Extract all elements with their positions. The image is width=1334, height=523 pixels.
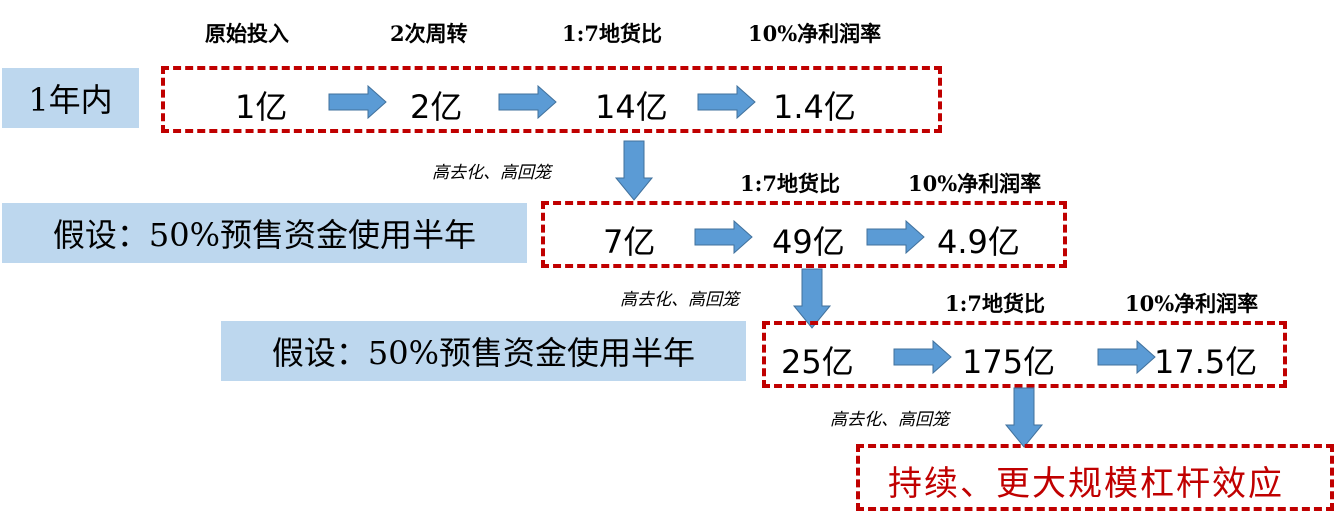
row3-label-text: 假设：50%预售资金使用半年 [271, 334, 696, 372]
transition-note-3: 高去化、高回笼 [830, 410, 949, 430]
row1-value-1: 1亿 [235, 88, 288, 126]
row1-value-3: 14亿 [595, 88, 668, 126]
right-arrow-icon [498, 84, 557, 120]
row1-flow-box [161, 66, 942, 133]
right-arrow-icon [328, 84, 387, 120]
conclusion-box [856, 444, 1334, 511]
row1-label-text: 1年内 [28, 81, 113, 119]
down-arrow-icon [614, 140, 654, 201]
transition-note-2: 高去化、高回笼 [620, 290, 739, 310]
header-original-investment: 原始投入 [205, 21, 289, 46]
row1-value-4: 1.4亿 [773, 88, 856, 126]
row2-header-land-ratio: 1:7地货比 [740, 171, 840, 196]
row2-value-2: 49亿 [772, 223, 845, 261]
header-net-margin: 10%净利润率 [748, 21, 882, 46]
header-turnover: 2次周转 [390, 21, 468, 46]
row1-label: 1年内 [2, 68, 139, 128]
transition-note-1: 高去化、高回笼 [432, 163, 551, 183]
conclusion-text: 持续、更大规模杠杆效应 [888, 464, 1284, 504]
row1-value-2: 2亿 [410, 88, 463, 126]
right-arrow-icon [1097, 339, 1156, 375]
row2-header-net-margin: 10%净利润率 [908, 171, 1042, 196]
row3-header-net-margin: 10%净利润率 [1125, 291, 1259, 316]
row3-flow-box [762, 321, 1287, 388]
row3-header-land-ratio: 1:7地货比 [945, 291, 1045, 316]
row2-flow-box [541, 201, 1067, 268]
down-arrow-icon [1004, 387, 1044, 448]
row3-value-3: 17.5亿 [1154, 343, 1258, 381]
row2-label: 假设：50%预售资金使用半年 [2, 203, 527, 263]
row3-value-1: 25亿 [781, 343, 854, 381]
header-land-ratio: 1:7地货比 [562, 21, 662, 46]
row2-label-text: 假设：50%预售资金使用半年 [52, 216, 477, 254]
right-arrow-icon [866, 219, 925, 255]
right-arrow-icon [697, 84, 756, 120]
row3-label: 假设：50%预售资金使用半年 [221, 321, 746, 381]
row2-value-1: 7亿 [603, 223, 656, 261]
row2-value-3: 4.9亿 [937, 223, 1020, 261]
right-arrow-icon [694, 219, 753, 255]
right-arrow-icon [893, 339, 952, 375]
down-arrow-icon [792, 268, 832, 329]
row3-value-2: 175亿 [962, 343, 1056, 381]
